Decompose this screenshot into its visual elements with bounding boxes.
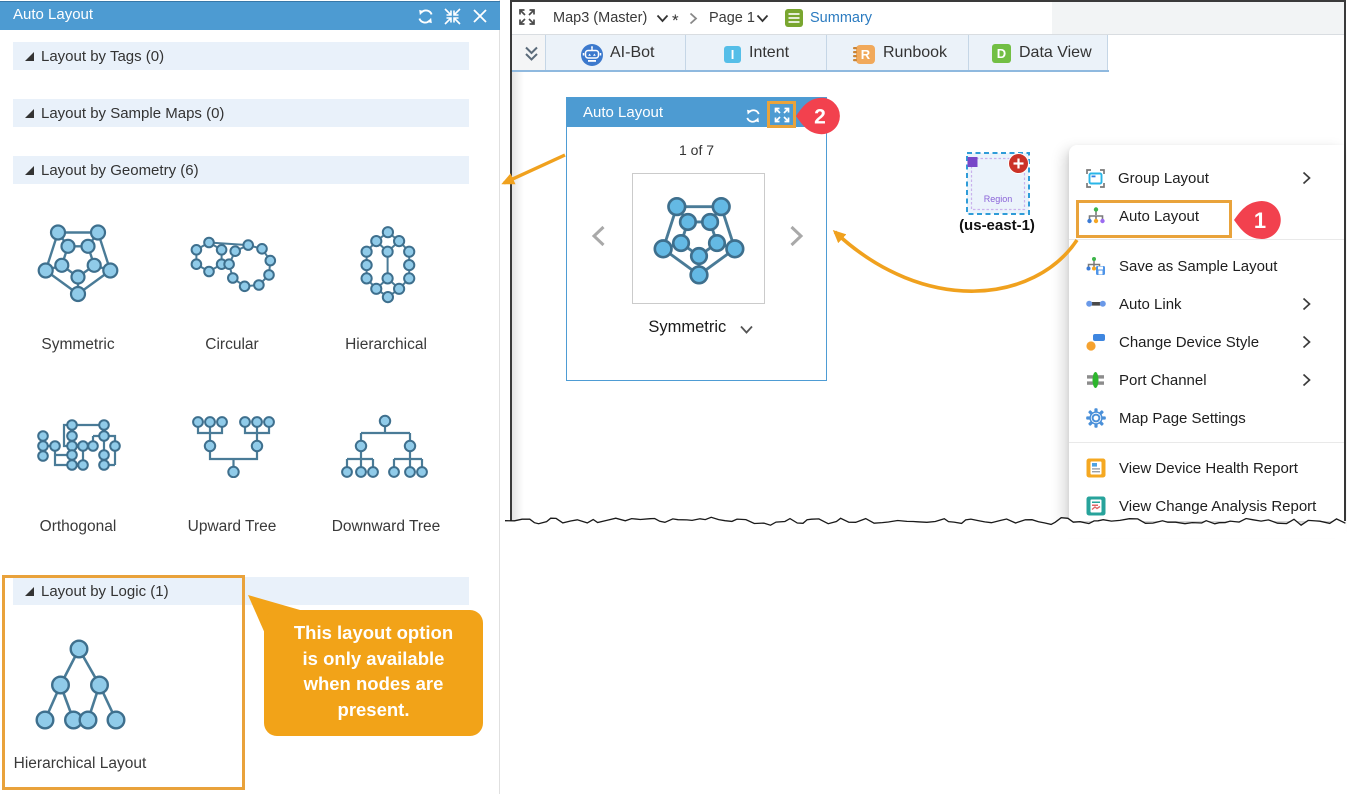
svg-text:2: 2 — [814, 106, 826, 129]
svg-text:1: 1 — [1254, 208, 1266, 233]
